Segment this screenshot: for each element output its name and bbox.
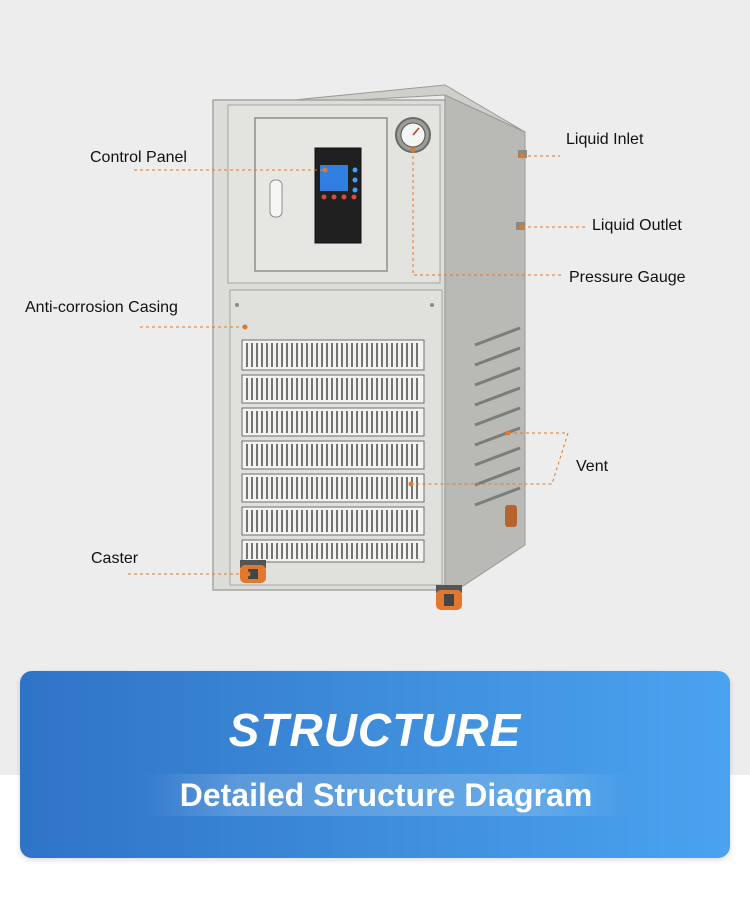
caster-back [505, 505, 517, 527]
front-vent-grille [241, 339, 425, 563]
callout-line-pressure-gauge [412, 150, 562, 276]
label-anti-corrosion-casing: Anti-corrosion Casing [25, 299, 178, 316]
caster-right [436, 585, 462, 610]
label-pressure-gauge: Pressure Gauge [569, 269, 686, 286]
callout-lines [128, 150, 585, 575]
label-vent: Vent [576, 458, 609, 475]
callout-line-vent [411, 432, 569, 485]
callout-dots [242, 147, 525, 577]
vent-slot-lines [246, 343, 418, 559]
label-liquid-inlet: Liquid Inlet [566, 131, 644, 148]
banner-title: STRUCTURE [228, 704, 522, 756]
chiller-machine-illustration [128, 84, 585, 610]
side-vent-slots [474, 326, 521, 507]
label-control-panel: Control Panel [90, 149, 187, 166]
door-handle [269, 179, 283, 218]
structure-banner: STRUCTURE Detailed Structure Diagram [20, 671, 730, 858]
label-liquid-outlet: Liquid Outlet [592, 217, 682, 234]
caster-left [240, 560, 266, 583]
label-caster: Caster [91, 550, 139, 567]
lower-front-panel [229, 289, 443, 586]
banner-subtitle: Detailed Structure Diagram [142, 774, 630, 816]
